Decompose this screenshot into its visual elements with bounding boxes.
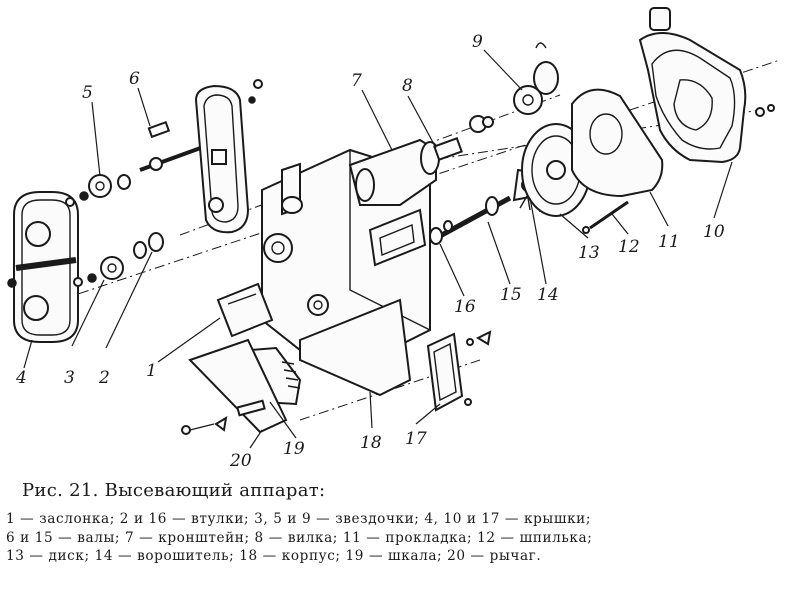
label-16: 16 — [454, 297, 476, 317]
label-20: 20 — [229, 451, 252, 471]
part-16-bushing — [429, 220, 453, 245]
part-9-sprocket — [513, 42, 559, 115]
label-4: 4 — [15, 368, 27, 388]
part-1-flap — [216, 282, 274, 338]
part-8-fork — [433, 115, 494, 161]
part-7-bracket — [281, 138, 440, 216]
label-15: 15 — [500, 285, 522, 305]
exploded-diagram: 5 6 7 8 9 10 11 12 13 14 15 16 17 18 19 … — [7, 7, 781, 471]
label-9: 9 — [472, 32, 483, 52]
label-18: 18 — [360, 433, 382, 453]
part-11-gasket — [571, 88, 664, 198]
legend-line: 13 — диск; 14 — ворошитель; 18 — корпус;… — [6, 548, 542, 564]
part-4-cover — [7, 191, 79, 343]
label-2: 2 — [98, 368, 110, 388]
label-10: 10 — [703, 222, 725, 242]
part-20-lever — [181, 338, 288, 435]
label-12: 12 — [618, 237, 640, 257]
label-3: 3 — [64, 368, 75, 388]
label-13: 13 — [578, 243, 600, 263]
figure-legend: 1 — заслонка; 2 и 16 — втулки; 3, 5 и 9 … — [6, 510, 790, 566]
label-5: 5 — [82, 83, 93, 103]
leader-lines — [23, 49, 733, 449]
legend-line: 1 — заслонка; 2 и 16 — втулки; 3, 5 и 9 … — [6, 511, 592, 527]
label-11: 11 — [658, 232, 680, 252]
part-2-bushing — [117, 174, 164, 259]
label-8: 8 — [402, 76, 413, 96]
part-5-sprocket — [65, 174, 112, 207]
label-7: 7 — [351, 71, 362, 91]
part-17-cover — [426, 330, 492, 412]
label-1: 1 — [146, 361, 157, 381]
figure-caption: Рис. 21. Высевающий аппарат: 1 — заслонк… — [6, 480, 790, 566]
legend-line: 6 и 15 — валы; 7 — кронштейн; 8 — вилка;… — [6, 529, 593, 546]
label-6: 6 — [129, 69, 140, 89]
label-19: 19 — [283, 439, 305, 459]
label-17: 17 — [405, 429, 427, 449]
part-6-shaft — [139, 79, 263, 234]
part-3-sprocket — [73, 256, 124, 287]
figure-title: Рис. 21. Высевающий аппарат: — [22, 480, 326, 501]
part-12-stud — [582, 200, 629, 234]
part-10-cover — [638, 7, 775, 164]
part-18-housing — [261, 148, 431, 397]
part-number-labels: 5 6 7 8 9 10 11 12 13 14 15 16 17 18 19 … — [15, 32, 725, 471]
label-14: 14 — [537, 285, 559, 305]
